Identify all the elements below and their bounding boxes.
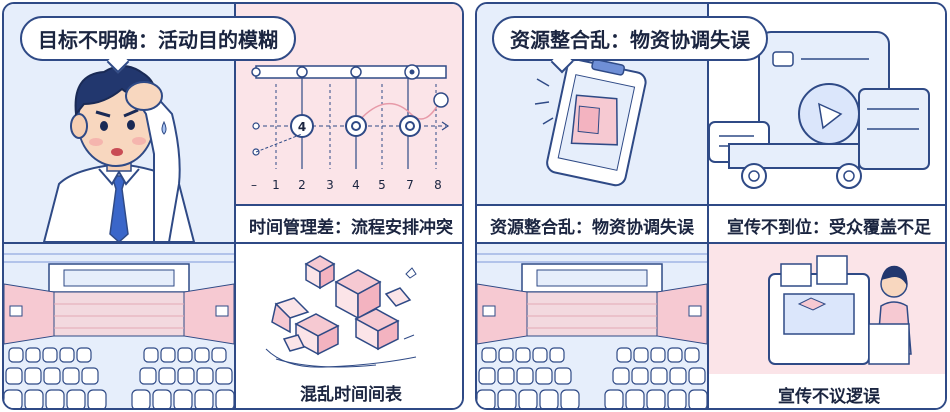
- promo-booth-cell: [709, 244, 945, 374]
- divider: [707, 4, 709, 408]
- confused-man-illustration: [42, 65, 196, 242]
- axis-label: 7: [406, 178, 414, 192]
- axis-label: 5: [378, 178, 386, 192]
- schedule-timeline-chart: 4 – 1 2 3 4 5 7 8: [251, 64, 450, 192]
- axis-label: 2: [298, 178, 306, 192]
- chaos-boxes-cell: 混乱时间间表: [236, 244, 462, 408]
- divider: [477, 242, 945, 244]
- resources-caption: 资源整合乱：物资协调失误: [490, 218, 694, 238]
- promo-caption-cell: 宣传不到位：受众覆盖不足: [709, 206, 945, 242]
- divider: [477, 204, 945, 206]
- auditorium-cell-left: [4, 244, 234, 408]
- promo-bottom-caption: 宣传不议逻误: [778, 387, 880, 407]
- speech-bubble-goal: 目标不明确：活动目的模糊: [20, 16, 296, 74]
- axis-label: 3: [326, 178, 334, 192]
- divider: [236, 204, 462, 206]
- axis-label: 1: [272, 178, 280, 192]
- promo-booth-illustration: [768, 255, 912, 365]
- speech-bubble-resources: 资源整合乱：物资协调失误: [492, 16, 768, 74]
- tablet-clipboard-illustration: [534, 58, 647, 187]
- auditorium-illustration: [4, 244, 234, 408]
- schedule-caption: 时间管理差：流程安排冲突: [249, 218, 453, 238]
- promo-caption: 宣传不到位：受众覆盖不足: [727, 218, 931, 238]
- bubble-text: 目标不明确：活动目的模糊: [38, 28, 278, 52]
- divider: [4, 242, 462, 244]
- right-panel: 资源整合乱：物资协调失误 宣传不到位：受众覆盖不足: [475, 2, 947, 410]
- schedule-caption-cell: 时间管理差：流程安排冲突: [236, 206, 462, 242]
- scattered-boxes-illustration: [265, 255, 417, 368]
- bubble-text: 资源整合乱：物资协调失误: [510, 28, 750, 52]
- axis-label: –: [251, 178, 257, 192]
- auditorium-cell-right: [477, 244, 707, 408]
- schedule-axis-labels: – 1 2 3 4 5 7 8: [251, 178, 442, 192]
- svg-text:4: 4: [298, 120, 306, 134]
- resources-caption-cell: 资源整合乱：物资协调失误: [477, 206, 707, 242]
- auditorium-illustration: [477, 244, 707, 408]
- chaos-caption: 混乱时间间表: [300, 385, 402, 405]
- axis-label: 4: [352, 178, 360, 192]
- delivery-vehicle-illustration: [709, 31, 930, 189]
- axis-label: 8: [434, 178, 442, 192]
- divider: [234, 4, 236, 408]
- promo-bottom-caption-cell: 宣传不议逻误: [709, 374, 945, 408]
- left-panel: 4 – 1 2 3 4 5 7 8 时间管理差：流程安排冲突: [2, 2, 464, 410]
